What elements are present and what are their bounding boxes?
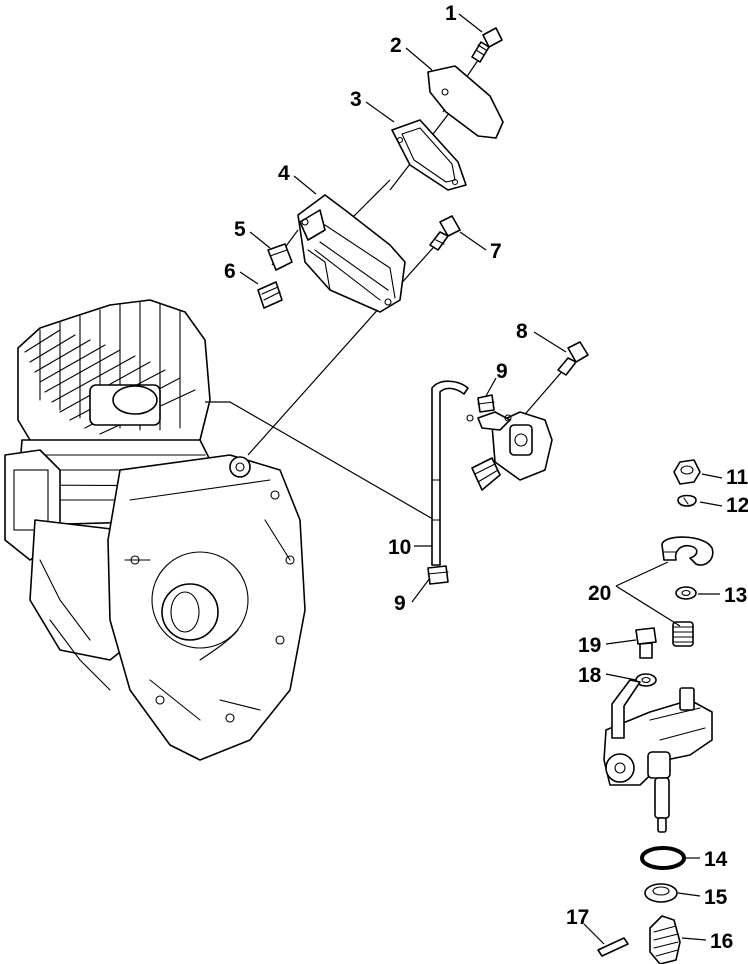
engine-block	[4, 299, 306, 761]
callout-3: 3	[350, 88, 362, 111]
callout-11: 11	[726, 466, 748, 489]
part-20-bracket	[661, 536, 714, 566]
part-5-fitting	[267, 243, 293, 271]
callout-1: 1	[445, 2, 457, 25]
part-9-clamp-upper	[477, 394, 495, 413]
part-4-housing	[297, 194, 406, 313]
leader-lines	[239, 13, 723, 945]
callout-15: 15	[704, 886, 728, 909]
callout-10: 10	[388, 536, 411, 559]
part-10-hose	[431, 380, 469, 566]
callout-labels: 1 2 3 4 5 6 7 8 9 10 9 11 12 20 13 19 18…	[224, 2, 748, 953]
part-1-bolt	[471, 27, 503, 63]
part-17-pin	[597, 937, 629, 957]
oil-pump-lower	[603, 679, 713, 833]
part-16-gear	[649, 915, 681, 964]
callout-2: 2	[390, 34, 402, 57]
part-6-grommet	[257, 281, 283, 309]
callout-16: 16	[710, 930, 733, 953]
callout-8: 8	[516, 320, 528, 343]
callout-18: 18	[578, 664, 602, 687]
oil-pump-upper	[466, 411, 553, 491]
callout-5: 5	[234, 218, 246, 241]
callout-4: 4	[278, 162, 290, 185]
part-12-washer	[677, 494, 697, 507]
part-2-cover-plate	[427, 65, 504, 139]
part-3-gasket	[391, 119, 467, 191]
part-15-seal	[644, 883, 678, 903]
callout-14: 14	[704, 848, 728, 871]
part-20-spring	[672, 621, 694, 647]
part-14-oring	[640, 846, 686, 870]
part-8-bolt	[557, 341, 589, 376]
part-7-bolt	[429, 215, 461, 251]
callout-9-upper: 9	[496, 360, 508, 383]
callout-13: 13	[724, 584, 747, 607]
part-19-bolt	[635, 627, 657, 659]
callout-19: 19	[578, 634, 601, 657]
part-13-washer	[675, 586, 697, 600]
callout-12: 12	[726, 494, 748, 517]
part-11-nut	[673, 459, 701, 485]
callout-17: 17	[566, 906, 589, 929]
callout-6: 6	[224, 260, 236, 283]
part-9-clamp-lower	[427, 565, 449, 585]
callout-20: 20	[588, 582, 611, 605]
callout-7: 7	[490, 240, 502, 263]
callout-9-lower: 9	[394, 592, 406, 615]
